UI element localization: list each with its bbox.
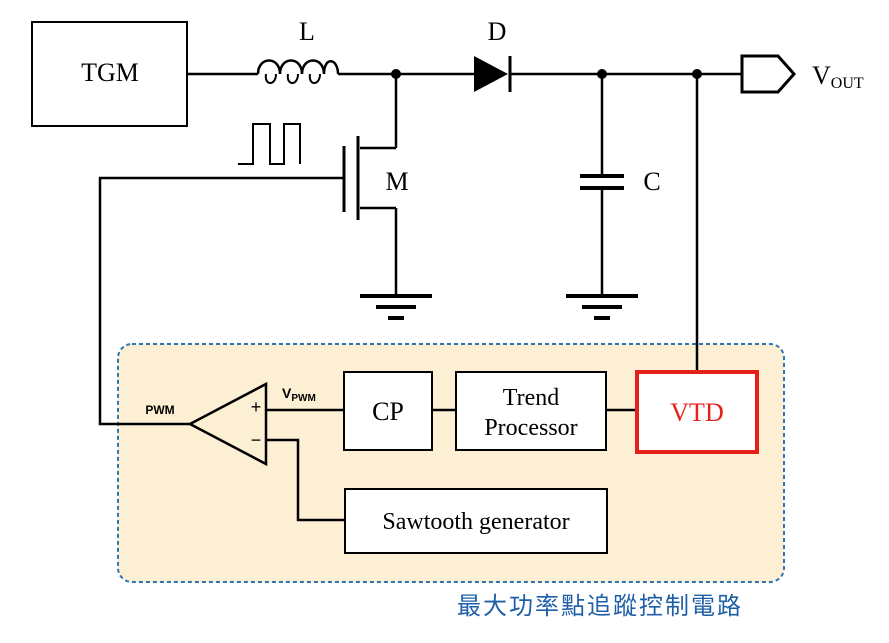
capacitor-label: C xyxy=(643,167,660,196)
inductor-coil xyxy=(256,59,340,75)
tgm-label: TGM xyxy=(81,58,139,87)
wire-comp-sawtooth xyxy=(266,438,345,522)
inductor-loops xyxy=(264,73,321,84)
vout-label: VOUT xyxy=(812,61,864,92)
diode-label: D xyxy=(488,17,507,46)
trend-processor-block xyxy=(455,371,607,451)
inductor-label: L xyxy=(299,17,315,46)
trend-label-line2: Processor xyxy=(484,415,577,441)
cp-label: CP xyxy=(372,397,404,426)
vtd-block xyxy=(635,370,759,454)
output-terminal xyxy=(740,54,797,94)
tgm-block xyxy=(31,21,188,127)
cp-block xyxy=(343,371,433,451)
region-caption: 最大功率點追蹤控制電路 xyxy=(457,593,743,620)
wire-pwm-gate xyxy=(98,176,344,426)
diode-symbol xyxy=(474,56,508,92)
sawtooth-label: Sawtooth generator xyxy=(382,509,569,535)
pwm-waveform-icon xyxy=(238,123,301,165)
vtd-label: VTD xyxy=(670,398,723,427)
trend-label-line1: Trend xyxy=(503,385,559,411)
mppt-control-region xyxy=(117,343,785,583)
comparator-plus: + xyxy=(251,397,262,417)
comparator-minus: − xyxy=(251,430,262,450)
vpwm-label: VPWM xyxy=(282,385,316,404)
comparator xyxy=(187,381,268,467)
mosfet-label: M xyxy=(385,167,408,196)
sawtooth-generator-block xyxy=(344,488,608,554)
pwm-label: PWM xyxy=(145,403,174,417)
